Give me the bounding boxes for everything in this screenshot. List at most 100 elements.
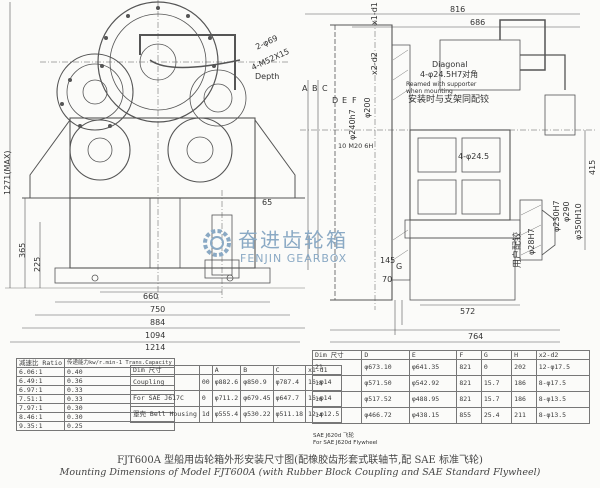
letter-b: B <box>312 84 318 93</box>
table-cell: φ438.15 <box>408 407 458 424</box>
letter-a: A <box>302 84 308 93</box>
table-cell: φ882.6 <box>211 374 242 391</box>
table-cell: 855 <box>456 407 482 424</box>
table-cell: φ641.35 <box>408 359 458 376</box>
table-header: F <box>456 350 482 360</box>
table-cell: 6.49:1 <box>16 376 65 386</box>
table-cell: φ466.72 <box>361 407 410 424</box>
dim-phi240h7: φ240h7 <box>348 109 357 140</box>
dim-phi28h7: φ28H7 <box>527 228 536 255</box>
table-row: Dim 尺寸 A B C x1-d1 <box>130 365 343 375</box>
table-cell: 7.51:1 <box>16 394 65 404</box>
callout-depth: Depth <box>255 72 280 81</box>
watermark-cn: 奋进齿轮箱 <box>238 228 348 252</box>
table-cell: φ571.50 <box>361 375 410 392</box>
letter-d: D <box>332 96 339 105</box>
table-cell: φ787.4 <box>272 374 307 391</box>
watermark: 奋进齿轮箱 FENJIN GEARBOX <box>200 222 430 272</box>
table-cell: 0.25 <box>63 421 175 431</box>
letter-e: E <box>342 96 348 105</box>
gearbox-drawing-svg <box>5 0 595 343</box>
dim-415: 415 <box>588 159 597 175</box>
dim-572: 572 <box>460 307 476 316</box>
label-10-m20-6h: 10 M20 6H <box>338 142 374 150</box>
table-cell: φ488.95 <box>408 391 458 408</box>
dim-phi200: φ200 <box>363 97 372 118</box>
technical-drawing: 660 750 884 1094 1214 1271(MAX) 365 225 … <box>3 0 597 352</box>
table-cell: 6.97:1 <box>16 385 65 395</box>
table-cell: 8.46:1 <box>16 412 65 422</box>
table-cell: 15.7 <box>480 391 513 408</box>
table-cell: φ711.2 <box>211 390 242 407</box>
right-view-dimensions <box>305 13 586 343</box>
table-cell: 21 <box>311 359 363 376</box>
table-cell: 186 <box>511 391 537 408</box>
ratio-table: 减速比 Ratio 传递能力kw/r.min-1 Trans.Capacity … <box>16 358 175 431</box>
flywheel-side-label-en: For SAE J620d Flywheel <box>313 440 378 446</box>
table-cell: φ511.18 <box>272 406 307 423</box>
label-4-phi24-5h7: 4-φ24.5H7对角 <box>420 70 479 79</box>
caption-cn: FJT600A 型船用齿轮箱外形安装尺寸图(配橡胶齿形套式联轴节,配 SAE 标… <box>117 455 483 466</box>
label-user-ream: 用户配铰 <box>513 231 523 268</box>
table-cell: 1d <box>198 406 213 423</box>
dim-65: 65 <box>262 198 273 207</box>
letter-c: C <box>322 84 328 93</box>
table-cell: 202 <box>511 359 537 376</box>
dim-x1-d1: x1-d1 <box>370 2 379 25</box>
dim-x2-d2: x2-d2 <box>370 52 379 75</box>
table-cell: 18 <box>311 375 363 392</box>
table-cell: Coupling <box>130 374 200 391</box>
dim-phi350h10: φ350H10 <box>574 203 583 240</box>
table-row: Dim 尺寸 D E F G H x2-d2 <box>311 350 591 360</box>
table-header: H <box>511 350 537 360</box>
table-cell: φ555.4 <box>211 406 242 423</box>
table-cell: φ679.45 <box>240 390 274 407</box>
table-header <box>198 365 213 375</box>
dim-phi230h7: φ230H7 <box>552 200 561 232</box>
label-diagonal: Diagonal <box>432 60 468 69</box>
table-cell: 821 <box>456 375 482 392</box>
table-header: G <box>480 350 513 360</box>
watermark-en: FENJIN GEARBOX <box>240 252 348 265</box>
table-cell: 8-φ13.5 <box>535 407 591 424</box>
table-header: D <box>361 350 410 360</box>
dim-686: 686 <box>470 18 486 27</box>
table-cell: 0 <box>198 390 213 407</box>
table-cell: 8-φ13.5 <box>535 391 591 408</box>
label-when-mounting: when mounting <box>406 88 453 95</box>
table-cell: 罩壳 Bell Housing <box>130 406 200 423</box>
table-cell: φ647.7 <box>272 390 307 407</box>
letter-f: F <box>352 96 357 105</box>
table-cell: 12-φ17.5 <box>535 359 591 376</box>
dim-750: 750 <box>150 305 166 314</box>
table-header: C <box>272 365 307 375</box>
right-view-gearbox <box>300 19 595 310</box>
table-cell: φ530.22 <box>240 406 274 423</box>
table-cell: 821 <box>456 359 482 376</box>
dim-1214: 1214 <box>145 343 166 352</box>
table-header: E <box>408 350 458 360</box>
table-cell: φ517.52 <box>361 391 410 408</box>
table-cell: 0 <box>480 359 513 376</box>
dim-1094: 1094 <box>145 331 166 340</box>
table-cell: φ542.92 <box>408 375 458 392</box>
label-reamed: Reamed with supporter <box>406 81 477 88</box>
table-header: B <box>240 365 274 375</box>
table-header: x2-d2 <box>535 350 591 360</box>
gear-logo-icon <box>203 229 231 257</box>
dim-365: 365 <box>18 242 27 258</box>
table-header: A <box>211 365 242 375</box>
dim-phi290: φ290 <box>562 201 571 222</box>
table-cell: 6.06:1 <box>16 367 65 377</box>
dim-884: 884 <box>150 318 166 327</box>
table-header: 减速比 Ratio <box>16 358 65 368</box>
